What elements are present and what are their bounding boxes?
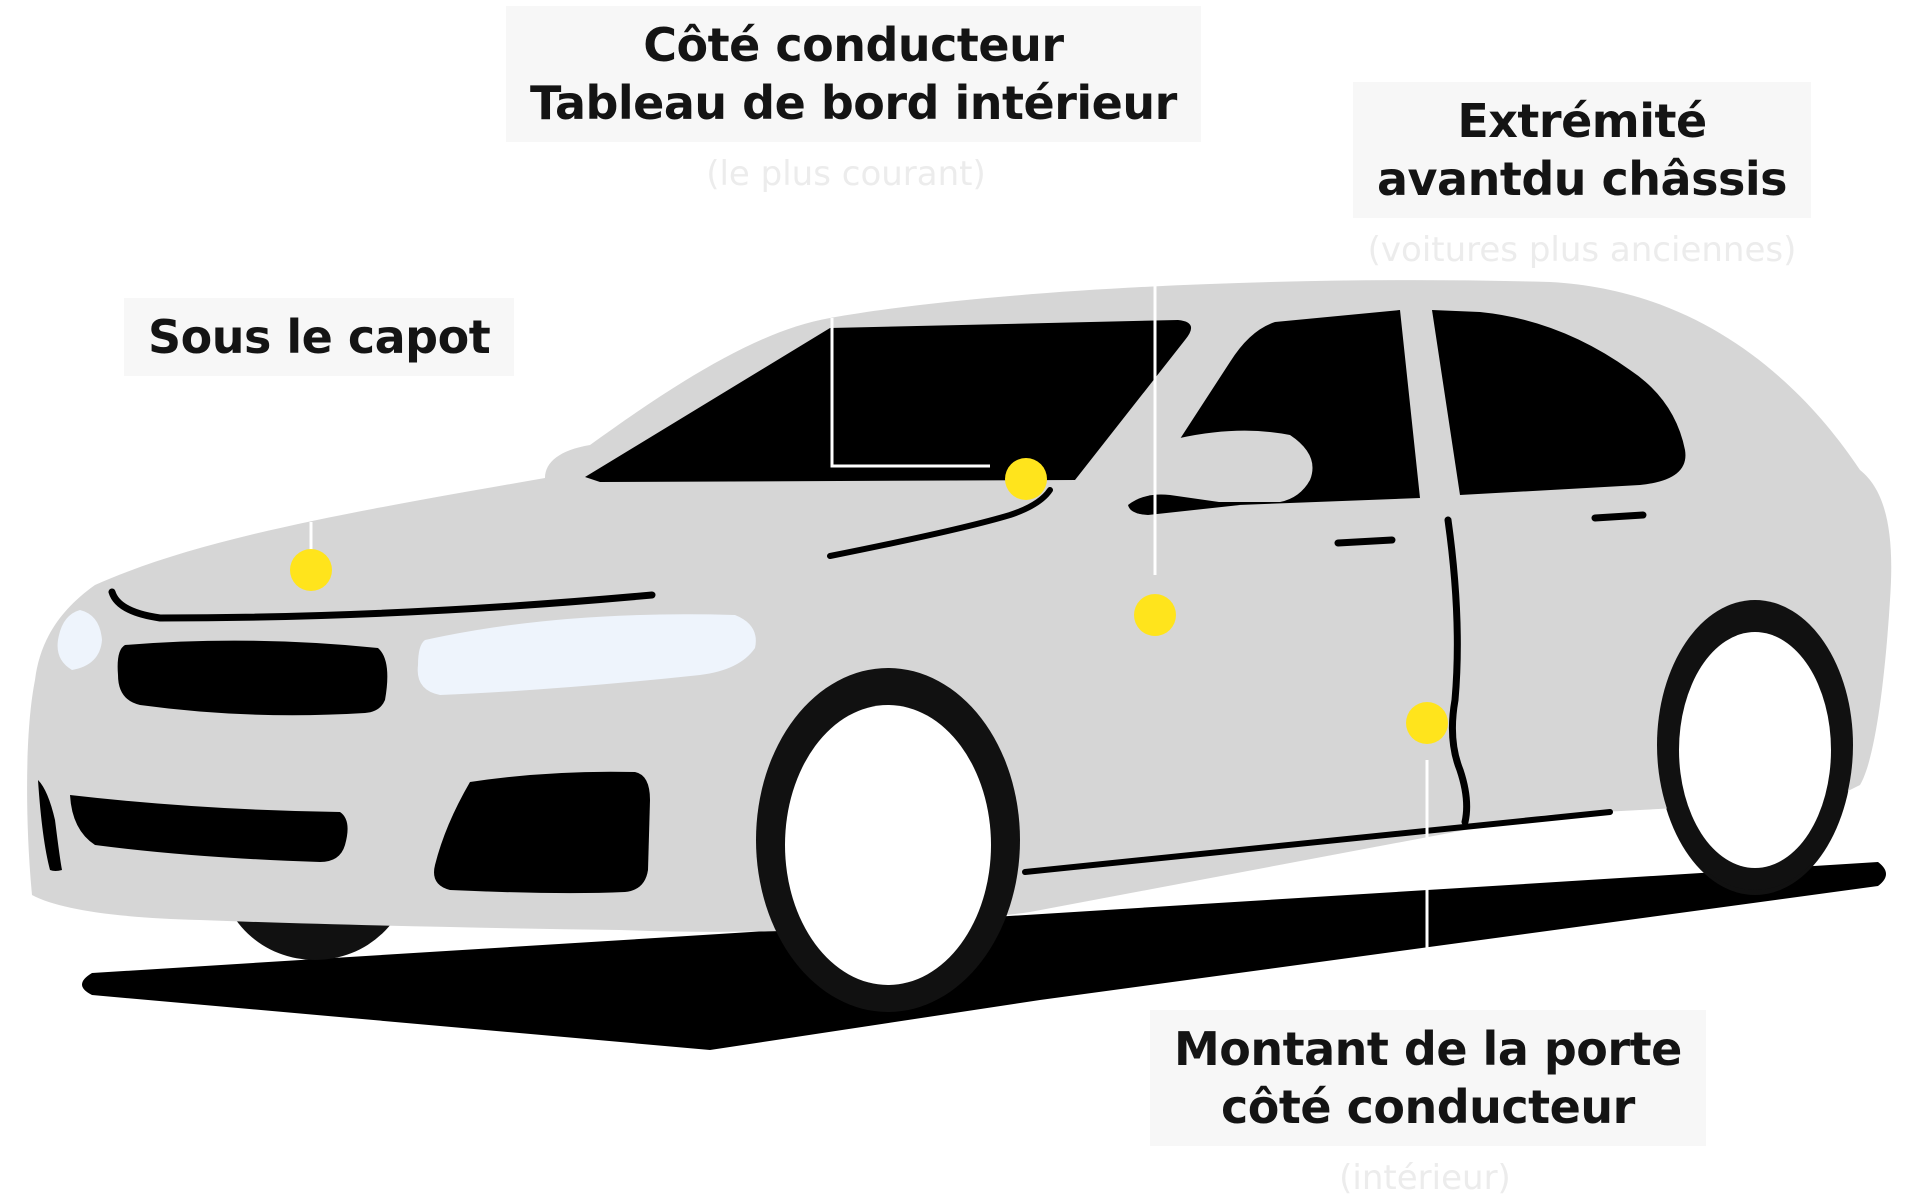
- hood-crease: [108, 588, 656, 622]
- callout-frame: Extrémité avantdu châssis (voitures plus…: [1347, 82, 1817, 270]
- callout-frame-line1: Extrémité: [1457, 94, 1707, 148]
- callout-frame-note: (voitures plus anciennes): [1367, 230, 1797, 270]
- headlight-left: [57, 610, 102, 670]
- front-door-handle: [1334, 536, 1396, 547]
- door-gap: [1444, 516, 1471, 826]
- callout-pillar-line1: Montant de la porte: [1174, 1022, 1682, 1076]
- callout-pillar-note: (intérieur): [1339, 1158, 1511, 1198]
- rear-rim: [1679, 632, 1831, 868]
- callout-dashboard-line2: Tableau de bord intérieur: [530, 76, 1177, 130]
- callout-hood-label: Sous le capot: [124, 298, 515, 376]
- rocker-line: [1022, 809, 1613, 875]
- car-body: [27, 280, 1892, 932]
- lower-intake-left: [38, 780, 62, 871]
- windshield: [585, 320, 1192, 482]
- lower-intake-center: [70, 795, 348, 862]
- lower-intake-right: [434, 771, 650, 894]
- front-rim: [785, 705, 991, 985]
- vin-marker-frame[interactable]: [1134, 594, 1176, 636]
- headlight-right: [417, 614, 756, 695]
- callout-hood-line1: Sous le capot: [148, 310, 491, 364]
- callout-hood: Sous le capot: [124, 298, 515, 376]
- front-grille: [117, 640, 388, 716]
- leader-line-dashboard: [830, 318, 990, 468]
- callout-pillar-label: Montant de la porte côté conducteur: [1150, 1010, 1706, 1146]
- callout-dashboard-line1: Côté conducteur: [643, 18, 1064, 72]
- rear-door-handle: [1591, 511, 1647, 522]
- vin-marker-hood[interactable]: [290, 549, 332, 591]
- callout-pillar: Montant de la porte côté conducteur (int…: [1150, 1010, 1706, 1198]
- callout-pillar-line2: côté conducteur: [1221, 1080, 1635, 1134]
- rear-door-window: [1432, 310, 1686, 495]
- callout-dashboard: Côté conducteur Tableau de bord intérieu…: [506, 6, 1201, 194]
- callout-dashboard-label: Côté conducteur Tableau de bord intérieu…: [506, 6, 1201, 142]
- pillar-line: [827, 487, 1053, 559]
- side-mirror: [1146, 430, 1313, 502]
- vin-marker-pillar[interactable]: [1406, 702, 1448, 744]
- callout-frame-line2: avantdu châssis: [1377, 152, 1787, 206]
- callout-frame-label: Extrémité avantdu châssis: [1353, 82, 1811, 218]
- vin-marker-dashboard[interactable]: [1005, 458, 1047, 500]
- callout-dashboard-note: (le plus courant): [706, 154, 986, 194]
